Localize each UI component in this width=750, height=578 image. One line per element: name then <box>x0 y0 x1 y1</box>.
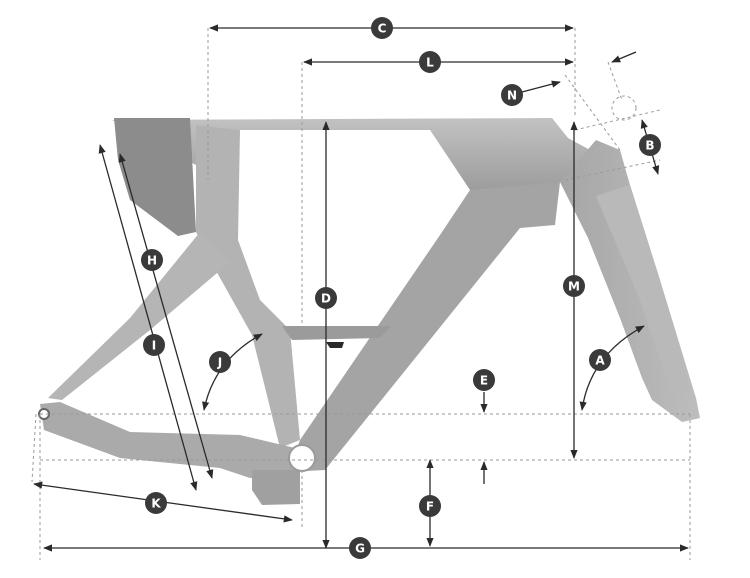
label-h: H <box>147 254 157 268</box>
cable-port <box>326 342 344 348</box>
label-a: A <box>595 354 605 368</box>
label-k: K <box>151 497 161 511</box>
label-g: G <box>355 542 365 556</box>
badge-n: N <box>501 84 523 106</box>
label-badges: C L N B D M H I <box>141 17 661 559</box>
bottom-bracket <box>288 444 316 472</box>
badge-l: L <box>419 51 441 73</box>
label-c: C <box>378 22 387 36</box>
label-f: F <box>426 500 434 514</box>
chain-stay <box>40 402 296 478</box>
label-j: J <box>217 356 222 370</box>
dim-i-line <box>98 144 198 491</box>
dim-j-arc <box>202 333 263 411</box>
front-triangle-bar <box>282 326 392 340</box>
dimension-lines <box>33 24 689 552</box>
seat-tube <box>196 125 300 448</box>
badge-g: G <box>349 537 371 559</box>
bike-frame <box>38 118 700 505</box>
label-d: D <box>321 292 331 306</box>
label-l: L <box>426 56 434 70</box>
label-i: I <box>152 339 156 353</box>
badge-c: C <box>371 17 393 39</box>
badge-f: F <box>419 495 441 517</box>
label-n: N <box>507 89 517 103</box>
label-m: M <box>568 280 580 294</box>
dim-n-line-top <box>611 51 637 63</box>
badge-j: J <box>209 351 231 373</box>
down-tube <box>288 182 560 472</box>
badge-a: A <box>589 349 611 371</box>
label-e: E <box>480 374 488 388</box>
label-b: B <box>645 139 654 153</box>
badge-d: D <box>315 287 337 309</box>
bottom-bracket-shell <box>252 470 300 505</box>
badge-k: K <box>145 492 167 514</box>
badge-h: H <box>141 249 163 271</box>
guide-lines <box>31 28 691 560</box>
badge-e: E <box>473 369 495 391</box>
seat-stay <box>48 232 230 400</box>
badge-b: B <box>639 134 661 156</box>
badge-i: I <box>143 334 165 356</box>
badge-m: M <box>563 275 585 297</box>
fork-inner <box>596 185 690 395</box>
dim-n-line <box>521 80 561 93</box>
